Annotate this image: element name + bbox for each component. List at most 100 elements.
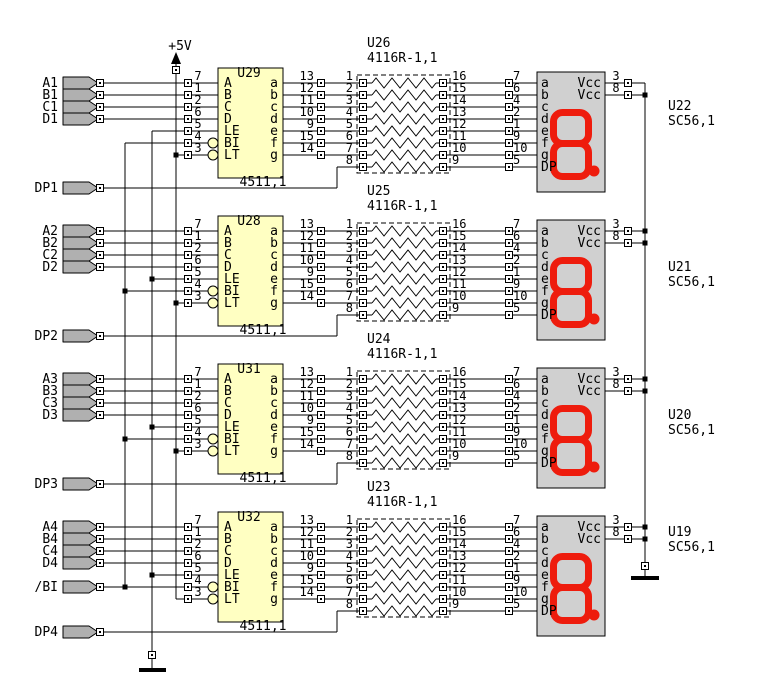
input-connector-label: DP4 xyxy=(35,625,59,640)
pin-number: 11 xyxy=(452,277,466,291)
input-connector-B3[interactable] xyxy=(62,384,99,398)
pin-square-dot xyxy=(320,598,322,600)
junction-dot xyxy=(149,276,155,282)
input-connector-C3[interactable] xyxy=(62,396,99,410)
pin-number: 8 xyxy=(346,301,353,315)
junction-dot xyxy=(122,288,128,294)
pin-square-dot xyxy=(362,402,364,404)
input-connector-D2[interactable] xyxy=(62,260,99,274)
seven-segment-digit-bottom xyxy=(550,288,592,328)
pin-square-dot xyxy=(187,290,189,292)
junction-dot xyxy=(642,388,648,394)
pin-square-dot xyxy=(187,242,189,244)
resistor-zigzag xyxy=(371,605,437,617)
decoder-U31-body[interactable] xyxy=(217,363,284,475)
pin-square-dot xyxy=(442,254,444,256)
input-connector-DP4[interactable] xyxy=(62,625,99,639)
input-connector-B1[interactable] xyxy=(62,88,99,102)
input-connector-DP2[interactable] xyxy=(62,329,99,343)
display-value-label: SC56,1 xyxy=(668,275,715,290)
pin-square-dot xyxy=(362,462,364,464)
resistor-network-U26-body[interactable] xyxy=(356,74,451,174)
resistor-network-U24-body[interactable] xyxy=(356,370,451,470)
pin-number: 7 xyxy=(194,217,201,231)
pin-number: 6 xyxy=(194,105,201,119)
pin-number: 14 xyxy=(452,241,466,255)
junction-dot xyxy=(642,524,648,530)
decoder-pin-name: LE xyxy=(224,124,240,139)
display-pin-name: d xyxy=(541,556,549,571)
pin-number: 2 xyxy=(194,93,201,107)
pin-square-dot xyxy=(99,526,101,528)
input-connector-B4[interactable] xyxy=(62,532,99,546)
input-connector-D3[interactable] xyxy=(62,408,99,422)
pin-square-dot xyxy=(508,166,510,168)
junction-dot xyxy=(173,300,179,306)
pin-square-dot xyxy=(627,230,629,232)
display-ref-label: U20 xyxy=(668,408,691,423)
pin-square-dot xyxy=(99,586,101,588)
input-connector-A2[interactable] xyxy=(62,224,99,238)
pin-number: 11 xyxy=(452,425,466,439)
display-pin-name: b xyxy=(541,88,549,103)
input-connector-C2[interactable] xyxy=(62,248,99,262)
input-connector-DP1[interactable] xyxy=(62,181,99,195)
input-connector-C4[interactable] xyxy=(62,544,99,558)
decoder-U32-body[interactable] xyxy=(217,511,284,623)
input-connector-A1[interactable] xyxy=(62,76,99,90)
resistor-network-U23-body[interactable] xyxy=(356,518,451,618)
pin-square-dot xyxy=(627,526,629,528)
pin-number: 12 xyxy=(452,561,466,575)
pin-square-dot xyxy=(187,526,189,528)
decoder-U29-body[interactable] xyxy=(217,67,284,179)
pin-number: 7 xyxy=(513,365,520,379)
pin-square-dot xyxy=(508,426,510,428)
pin-square-dot xyxy=(320,426,322,428)
pin-square-dot xyxy=(99,187,101,189)
decoder-pin-name: B xyxy=(224,532,232,547)
pin-number: 2 xyxy=(513,105,520,119)
pin-number: 1 xyxy=(513,413,520,427)
pin-square-dot xyxy=(627,538,629,540)
resnet-value-label: 4116R-1,1 xyxy=(367,51,437,66)
inversion-bubble-icon xyxy=(207,297,219,309)
decoder-U28-body[interactable] xyxy=(217,215,284,327)
pin-number: 12 xyxy=(452,265,466,279)
junction-dot xyxy=(642,536,648,542)
decoder-pin-name: B xyxy=(224,236,232,251)
input-connector-A3[interactable] xyxy=(62,372,99,386)
input-connector-C1[interactable] xyxy=(62,100,99,114)
junction-dot xyxy=(149,424,155,430)
pin-square-dot xyxy=(187,450,189,452)
display-pin-name: c xyxy=(541,396,549,411)
decoder-pin-name: C xyxy=(224,248,232,263)
pin-number: 1 xyxy=(513,265,520,279)
pin-number: 12 xyxy=(300,377,314,391)
pin-number: 11 xyxy=(300,537,314,551)
display-pin-name: Vcc xyxy=(578,372,601,387)
pin-number: 8 xyxy=(612,525,619,539)
decoder-pin-name: e xyxy=(270,568,278,583)
input-connector-A4[interactable] xyxy=(62,520,99,534)
ground-symbol xyxy=(139,668,166,672)
resistor-network-U25-body[interactable] xyxy=(356,222,451,322)
input-connector-DP3[interactable] xyxy=(62,477,99,491)
resistor-zigzag xyxy=(371,557,437,569)
pin-square-dot xyxy=(362,82,364,84)
display-pin-name: c xyxy=(541,100,549,115)
pin-square-dot xyxy=(362,314,364,316)
pin-number: 10 xyxy=(452,437,466,451)
pin-number: 6 xyxy=(194,549,201,563)
pin-number: 14 xyxy=(452,537,466,551)
pin-number: 13 xyxy=(300,513,314,527)
input-connector-D1[interactable] xyxy=(62,112,99,126)
input-connector-B2[interactable] xyxy=(62,236,99,250)
input-connector-D4[interactable] xyxy=(62,556,99,570)
resistor-zigzag xyxy=(371,521,437,533)
pin-square-dot xyxy=(187,106,189,108)
pin-number: 3 xyxy=(194,585,201,599)
display-ref-label: U22 xyxy=(668,99,691,114)
pin-square-dot xyxy=(187,426,189,428)
input-connector-BI[interactable] xyxy=(62,580,99,594)
resistor-zigzag xyxy=(371,137,437,149)
